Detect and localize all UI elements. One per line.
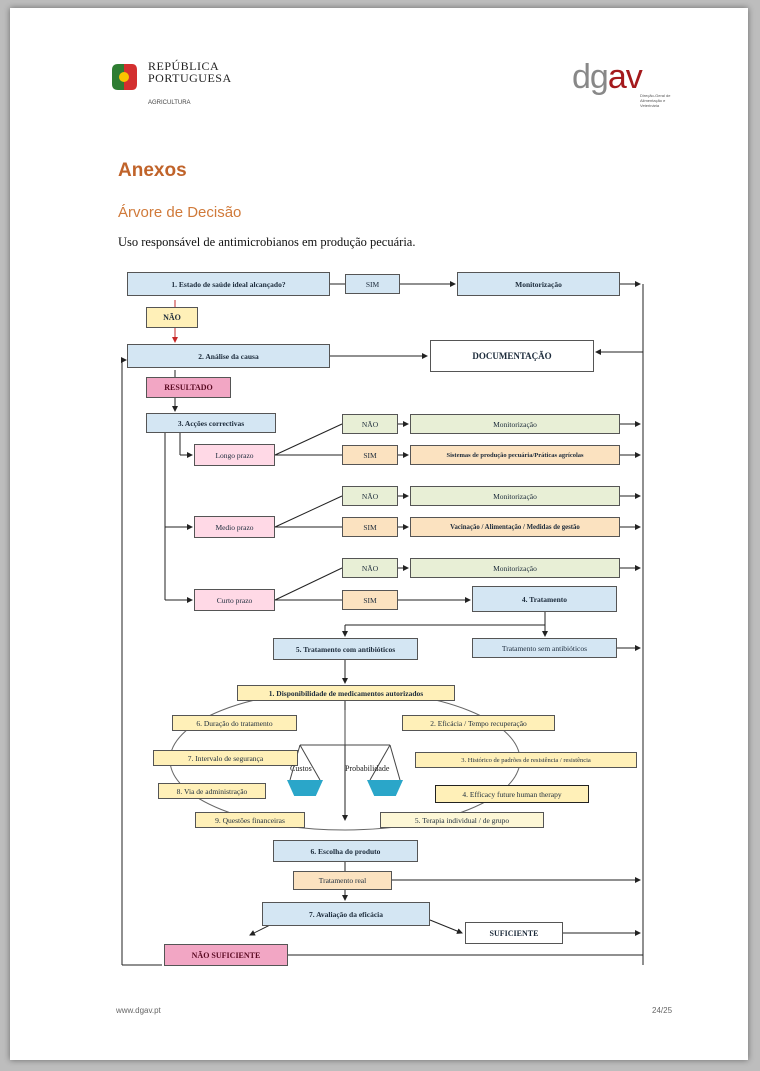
factor-9-financial: 9. Questões financeiras [195, 812, 305, 828]
short-term-yes: SIM [342, 590, 398, 610]
step-1-question: 1. Estado de saúde ideal alcançado? [127, 272, 330, 296]
scale-costs-label: Custos [290, 764, 312, 773]
not-sufficient-box: NÃO SUFICIENTE [164, 944, 288, 966]
mid-term-monitoring: Monitorização [410, 486, 620, 506]
factor-5-individual-group: 5. Terapia individual / de grupo [380, 812, 544, 828]
factor-8-administration-route: 8. Via de administração [158, 783, 266, 799]
scale-probability-label: Probabilidade [345, 764, 390, 773]
sufficient-box: SUFICIENTE [465, 922, 563, 944]
treatment-without-antibiotics: Tratamento sem antibióticos [472, 638, 617, 658]
gov-line-1: REPÚBLICA [148, 59, 220, 73]
page-number: 24/25 [652, 1006, 673, 1015]
step-7-efficacy-evaluation: 7. Avaliação da eficácia [262, 902, 430, 926]
dgav-logo-sub: Direção-Geral de Alimentação e Veterinár… [640, 93, 671, 108]
step-1-monitoring: Monitorização [457, 272, 620, 296]
long-term-box: Longo prazo [194, 444, 275, 466]
step-1-no: NÃO [146, 307, 198, 328]
step-1-yes: SIM [345, 274, 400, 294]
step-3-corrective-actions: 3. Acções correctivas [146, 413, 276, 433]
factor-2-efficacy: 2. Eficácia / Tempo recuperação [402, 715, 555, 731]
gov-line-2: PORTUGUESA [148, 71, 232, 85]
step-4-treatment: 4. Tratamento [472, 586, 617, 612]
actual-treatment: Tratamento real [293, 871, 392, 890]
step-2-cause-analysis: 2. Análise da causa [127, 344, 330, 368]
short-term-monitoring: Monitorização [410, 558, 620, 578]
scale-right-pan-icon [367, 780, 403, 796]
long-term-monitoring: Monitorização [410, 414, 620, 434]
gov-sub: AGRICULTURA [148, 100, 191, 106]
gov-name: REPÚBLICA PORTUGUESA [148, 60, 232, 84]
scale-left-pan-icon [287, 780, 323, 796]
long-term-yes: SIM [342, 445, 398, 465]
footer-url: www.dgav.pt [116, 1006, 161, 1015]
factor-3-resistance: 3. Histórico de padrões de resistência /… [415, 752, 637, 768]
dgav-logo: dgav [572, 58, 643, 96]
intro-text: Uso responsável de antimicrobianos em pr… [118, 235, 416, 249]
mid-term-yes: SIM [342, 517, 398, 537]
mid-term-action: Vacinação / Alimentação / Medidas de ges… [410, 517, 620, 537]
short-term-box: Curto prazo [194, 589, 275, 611]
mid-term-no: NÃO [342, 486, 398, 506]
portuguese-flag-icon [112, 64, 137, 90]
short-term-no: NÃO [342, 558, 398, 578]
mid-term-box: Medio prazo [194, 516, 275, 538]
factor-6-duration: 6. Duração do tratamento [172, 715, 297, 731]
factor-1-availability: 1. Disponibilidade de medicamentos autor… [237, 685, 455, 701]
section-title: Anexos [118, 160, 187, 181]
factor-4-future-therapy: 4. Efficacy future human therapy [435, 785, 589, 803]
step-5-antibiotic-treatment: 5. Tratamento com antibióticos [273, 638, 418, 660]
long-term-action: Sistemas de produção pecuária/Práticas a… [410, 445, 620, 465]
documentation-box: DOCUMENTAÇÃO [430, 340, 594, 372]
subsection-title: Árvore de Decisão [118, 204, 242, 221]
step-6-product-choice: 6. Escolha do produto [273, 840, 418, 862]
factor-7-safety-interval: 7. Intervalo de segurança [153, 750, 298, 766]
result-box: RESULTADO [146, 377, 231, 398]
long-term-no: NÃO [342, 414, 398, 434]
